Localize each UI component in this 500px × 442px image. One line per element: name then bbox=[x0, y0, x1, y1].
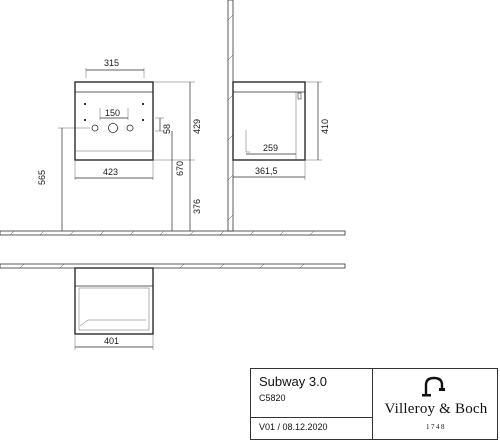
drain-hole-left bbox=[91, 124, 99, 132]
dim-inner-depth: 259 bbox=[263, 143, 278, 153]
brand-area: Villeroy & Boch 1748 bbox=[373, 369, 499, 439]
revision-date: V01 / 08.12.2020 bbox=[259, 422, 328, 432]
dim-side-height: 410 bbox=[320, 119, 330, 134]
dim-body-width: 423 bbox=[103, 167, 118, 177]
dim-plan-width: 401 bbox=[104, 336, 119, 346]
faucet-logo-icon bbox=[422, 376, 445, 397]
title-info: Subway 3.0 C5820 V01 / 08.12.2020 bbox=[251, 369, 373, 439]
dim-outer-depth: 361,5 bbox=[255, 166, 278, 176]
dim-top-width: 315 bbox=[104, 58, 119, 68]
dim-drain-spacing: 150 bbox=[105, 108, 120, 118]
product-code: C5820 bbox=[259, 393, 286, 403]
plan-wall bbox=[0, 263, 346, 269]
title-block: Subway 3.0 C5820 V01 / 08.12.2020 Viller… bbox=[250, 368, 498, 440]
product-name: Subway 3.0 bbox=[259, 374, 327, 389]
cabinet-plan bbox=[74, 267, 154, 335]
title-divider bbox=[251, 417, 372, 418]
wall-section bbox=[227, 0, 234, 232]
dim-total-height: 429 bbox=[192, 119, 202, 134]
dim-mid-height: 670 bbox=[175, 161, 185, 176]
dim-left-height: 565 bbox=[37, 170, 47, 185]
drain-hole-right bbox=[126, 124, 134, 132]
floor-line bbox=[0, 230, 346, 236]
dim-drain-offset: 58 bbox=[162, 124, 172, 134]
brand-year: 1748 bbox=[426, 423, 446, 431]
brand-name: Villeroy & Boch bbox=[384, 401, 488, 417]
side-view: 259 361,5 410 bbox=[227, 0, 330, 232]
front-view: 315 150 58 429 423 bbox=[37, 58, 202, 231]
cabinet-side bbox=[232, 81, 306, 161]
plan-view: 401 bbox=[0, 263, 346, 350]
dim-bottom-height: 376 bbox=[192, 199, 202, 214]
drain-hole-center bbox=[108, 123, 119, 134]
cabinet-front bbox=[74, 81, 154, 161]
